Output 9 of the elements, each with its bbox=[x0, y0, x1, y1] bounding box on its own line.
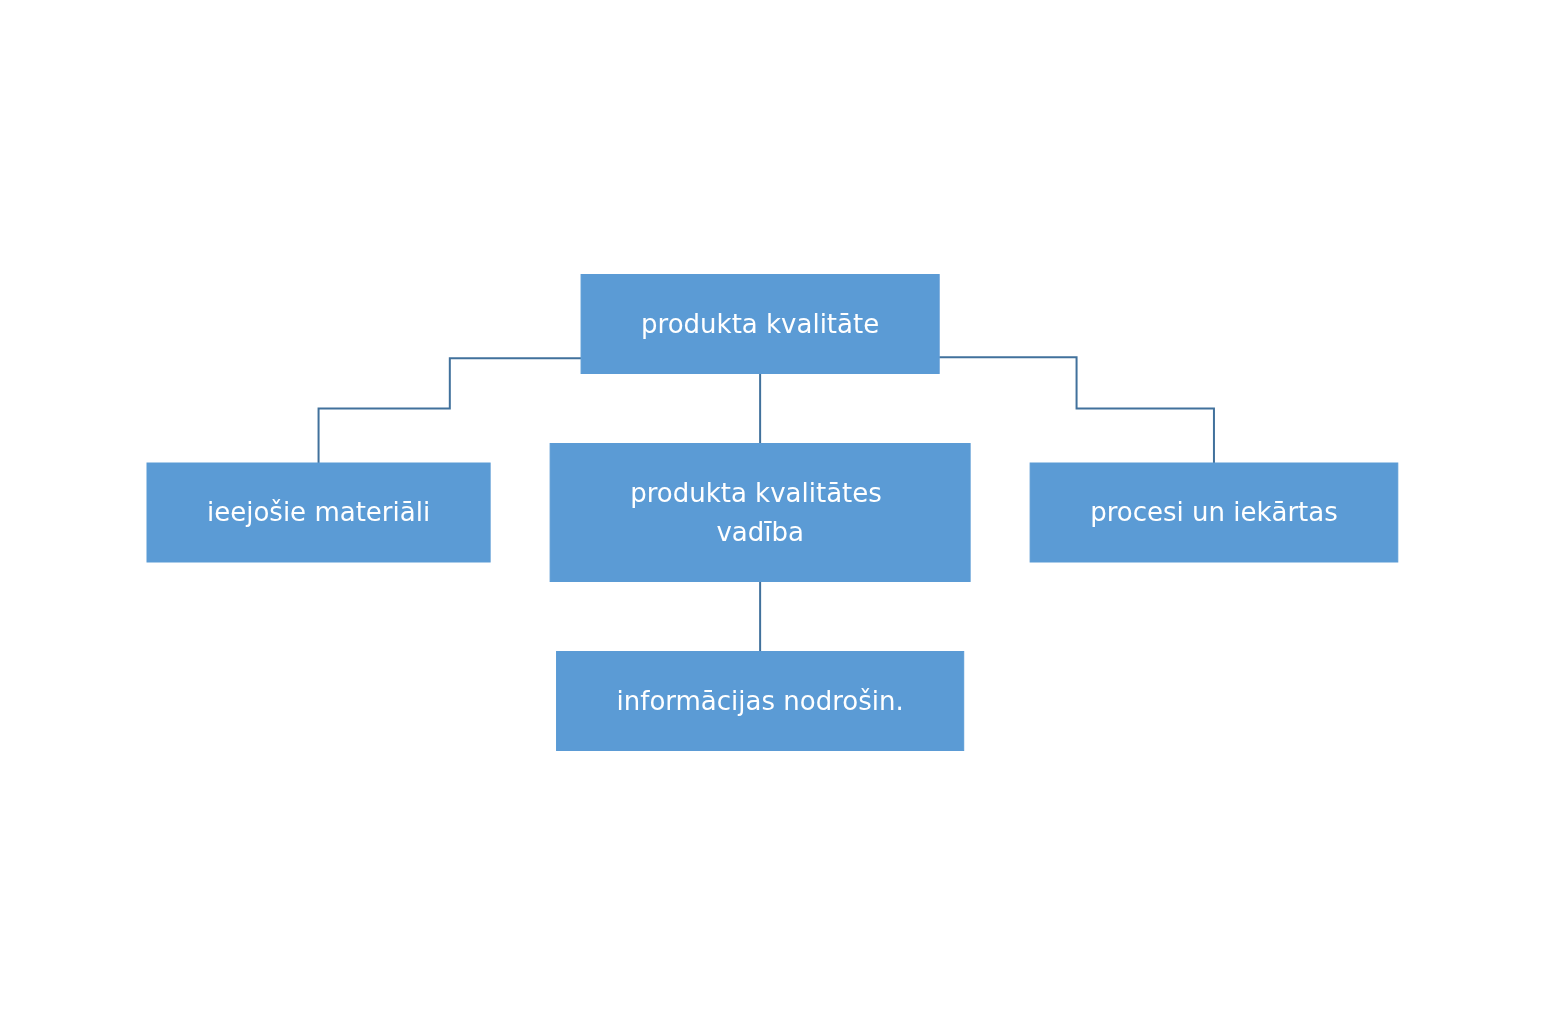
node-box: produkta kvalitāte bbox=[580, 274, 940, 374]
node-box: informācijas nodrošin. bbox=[556, 651, 965, 751]
connector bbox=[759, 372, 762, 445]
connector bbox=[938, 356, 1216, 464]
connector bbox=[759, 580, 762, 653]
node-box: procesi un iekārtas bbox=[1029, 462, 1399, 563]
node-box: ieejošie materiāli bbox=[146, 462, 491, 563]
node-box: produkta kvalitātes vadība bbox=[549, 443, 971, 582]
connector bbox=[317, 357, 583, 464]
